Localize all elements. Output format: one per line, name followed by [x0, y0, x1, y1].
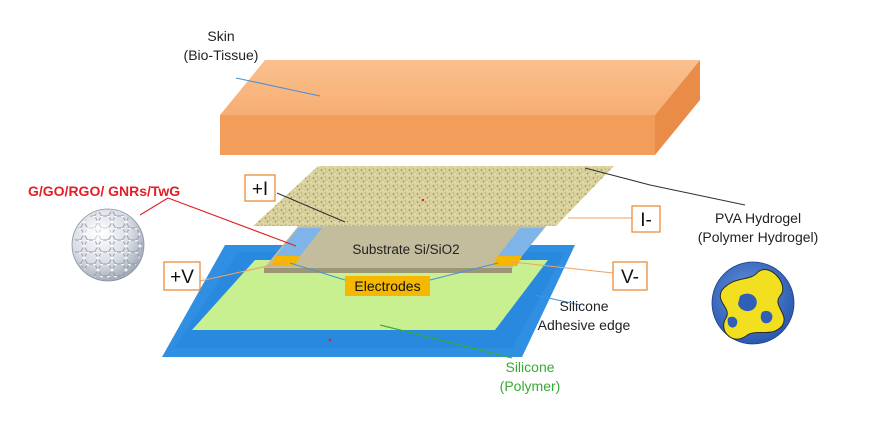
plus-v-connector	[199, 261, 287, 282]
skin-front-face	[220, 115, 655, 155]
graphene-strip-left	[276, 228, 322, 256]
minus-i-box	[631, 205, 661, 233]
electrodes-label-box	[345, 276, 430, 296]
substrate-layer	[264, 224, 548, 273]
pva-connector	[584, 167, 746, 206]
skin-top-face	[220, 60, 700, 115]
silicone-label-line2: (Polymer)	[500, 378, 561, 394]
silicone-connector	[379, 324, 513, 359]
skin-label-line1: Skin	[207, 28, 234, 44]
skin-side-face	[655, 60, 700, 155]
graphene-sphere-icon	[71, 208, 145, 282]
connector-lines	[139, 77, 746, 359]
minus-i-label: I-	[640, 210, 652, 231]
graphene-strip-right	[498, 228, 544, 256]
graphene-connector-a	[139, 197, 169, 216]
plus-i-label: +I	[252, 179, 268, 200]
plus-i-box	[244, 174, 276, 202]
pva-label-line1: PVA Hydrogel	[715, 210, 801, 226]
skin-layer	[220, 60, 700, 155]
pva-hydrogel-sphere-icon	[711, 261, 795, 345]
graphene-connector-b	[167, 197, 297, 247]
substrate-top-face	[264, 224, 548, 268]
skin-label-line2: (Bio-Tissue)	[184, 47, 259, 63]
graphene-label: G/GO/RGO/ GNRs/TwG	[28, 183, 180, 199]
minus-v-connector	[511, 261, 614, 274]
plus-v-box	[163, 261, 201, 291]
skin-connector	[235, 77, 321, 97]
silicone-label-line1: Silicone	[505, 359, 554, 375]
hydrogel-layer	[253, 166, 614, 226]
electrode-connector-right	[429, 262, 499, 281]
electrode-pad-right	[492, 256, 522, 266]
minus-v-box	[612, 261, 648, 291]
plus-i-connector	[276, 192, 346, 223]
minus-v-label: V-	[621, 267, 639, 288]
silicone-edge-connector	[534, 294, 581, 306]
pva-hydrogel-sheet	[253, 166, 614, 226]
silicone-edge-label-line2: Adhesive edge	[538, 317, 631, 333]
pva-label-line2: (Polymer Hydrogel)	[698, 229, 819, 245]
electrode-connector-left	[289, 262, 346, 281]
silicone-edge-label-line1: Silicone	[559, 298, 608, 314]
electrodes-label: Electrodes	[354, 278, 420, 294]
substrate-label: Substrate Si/SiO2	[352, 242, 459, 257]
plus-v-label: +V	[170, 267, 194, 288]
